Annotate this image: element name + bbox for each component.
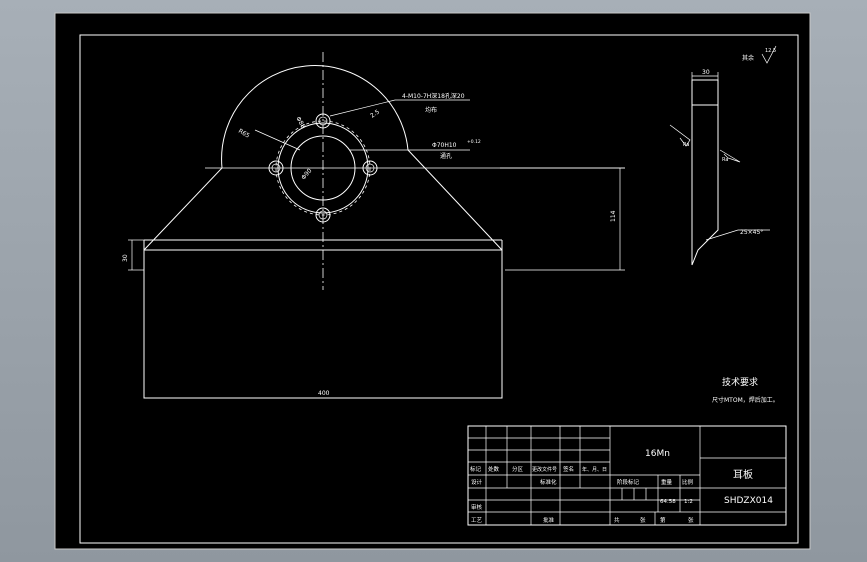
tb-header-3: 更改文件号 <box>532 466 557 473</box>
roughness-symbol: 12.5 <box>765 48 776 54</box>
main-view: 4-M10-7H深18孔深20 均布 Φ70H10 +0.12 通孔 R65 2… <box>122 52 625 399</box>
note-bore-tol: +0.12 <box>467 139 481 145</box>
tech-req-title: 技术要求 <box>722 376 758 388</box>
side-r2: Ra <box>722 157 728 163</box>
note-bore: Φ70H10 <box>432 142 457 149</box>
drawing-sheet <box>54 12 811 550</box>
tb-header-2: 分区 <box>512 465 524 473</box>
tb-process: 工艺 <box>471 517 483 524</box>
radius-leader <box>254 129 301 151</box>
side-chamfer: 25×45° <box>740 229 763 236</box>
roughness-general: 其余 12.5 <box>742 45 777 64</box>
tb-weight-label: 重量 <box>661 478 673 486</box>
bolt-holes <box>268 113 378 223</box>
side-r1: Ra <box>683 142 689 148</box>
dim-small: 30 <box>122 254 129 262</box>
note-holes-sub: 均布 <box>425 106 437 114</box>
note-bore-sub: 通孔 <box>440 152 452 160</box>
tb-header-1: 处数 <box>488 465 500 473</box>
tb-page: 第 <box>660 516 666 524</box>
plate-top-outline <box>143 65 503 251</box>
holes-leader <box>329 99 470 117</box>
dim-height: 114 <box>610 210 617 222</box>
tb-header-5: 年、月、日 <box>582 466 607 473</box>
roughness-mark-right <box>719 149 741 163</box>
tb-header-0: 标记 <box>470 465 482 473</box>
tech-req-text: 尺寸MTOM，焊后加工。 <box>712 396 779 404</box>
bolt-pitch-circle <box>275 120 371 216</box>
chamfer-leader <box>705 229 770 241</box>
tb-sheet-label: 张 <box>640 516 646 524</box>
bore-inner-circle <box>290 135 356 201</box>
side-view: 30 Ra Ra 25×45° <box>669 69 770 266</box>
dim-chamfer: 2.5 <box>369 108 381 119</box>
tb-stage-mark: 阶段标记 <box>617 478 640 486</box>
tb-drawing-no: SHDZX014 <box>724 496 773 506</box>
tb-approve: 批准 <box>543 516 555 524</box>
side-outline <box>691 79 719 266</box>
roughness-note: 其余 <box>742 54 754 62</box>
tb-scale: 1:2 <box>684 499 693 505</box>
note-holes: 4-M10-7H深18孔深20 <box>402 92 465 100</box>
tb-sheets: 共 <box>614 516 620 524</box>
tb-review: 审核 <box>471 503 483 511</box>
tb-header-4: 签名 <box>563 465 574 473</box>
bore-outer-circle <box>277 122 369 214</box>
drawing-border <box>79 34 799 544</box>
side-width: 30 <box>702 69 710 76</box>
roughness-mark-left <box>669 124 691 147</box>
tb-material: 16Mn <box>645 449 670 459</box>
tb-design: 设计 <box>471 478 483 486</box>
title-block: 标记 处数 分区 更改文件号 签名 年、月、日 设计 标准化 审核 工艺 批准 … <box>467 425 787 526</box>
tb-standard: 标准化 <box>540 478 557 486</box>
dim-width: 400 <box>318 390 330 397</box>
tb-page-label: 张 <box>688 516 694 524</box>
tb-scale-label: 比例 <box>682 478 694 486</box>
tb-weight: 64.58 <box>660 499 676 505</box>
tb-part-name: 耳板 <box>733 468 753 481</box>
